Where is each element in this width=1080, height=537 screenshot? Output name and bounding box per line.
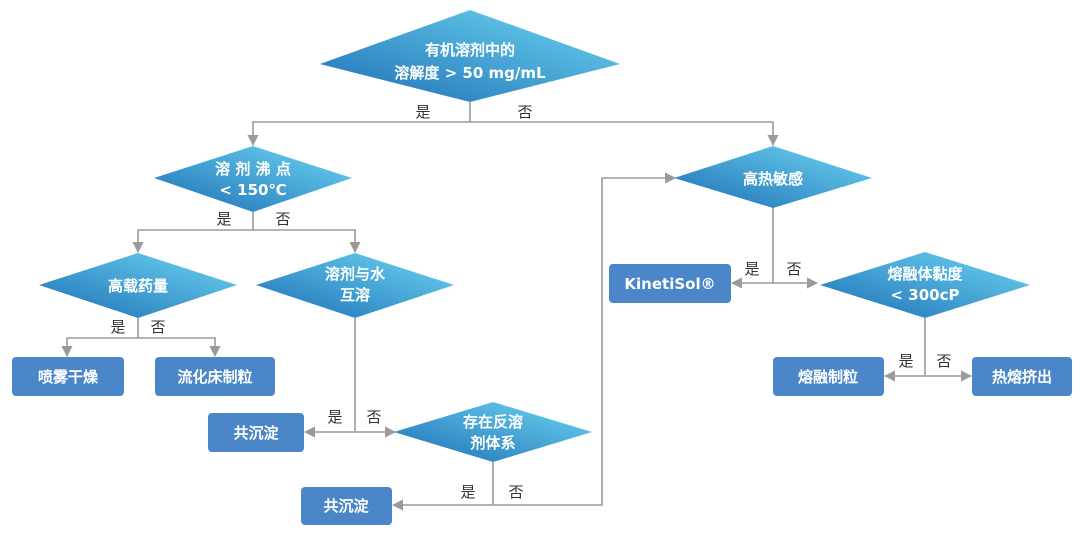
label-viscosity-yes: 是: [898, 352, 913, 370]
decision-high-loading-shape: [39, 253, 237, 318]
decision-antisolvent-shape: [394, 402, 592, 462]
edge-loading-yes: [61, 337, 138, 358]
branch-labels: 是 否 是 否 是 否 是 否 是 否 是 否 是 否: [110, 103, 951, 501]
decision-melt-viscosity-line2: < 300cP: [891, 286, 960, 304]
outcome-kinetisol: KinetiSol®: [609, 264, 731, 303]
outcome-kinetisol-box: [609, 264, 731, 303]
label-miscible-no: 否: [366, 408, 381, 426]
edge-solubility-no: [470, 121, 779, 147]
label-antisolvent-yes: 是: [460, 483, 475, 501]
outcome-melt-granulation-label: 熔融制粒: [798, 368, 858, 386]
outcome-fluid-bed: 流化床制粒: [155, 357, 275, 396]
decision-melt-viscosity-shape: [820, 252, 1030, 318]
outcome-coprecip-1-label: 共沉淀: [233, 424, 279, 442]
decision-solubility-line1: 有机溶剂中的: [425, 41, 515, 59]
label-loading-yes: 是: [110, 318, 125, 336]
edge-loading-no: [138, 337, 221, 358]
outcome-spray-drying-label: 喷雾干燥: [38, 368, 99, 386]
outcome-coprecip-2-box: [301, 487, 392, 525]
edge-solubility-yes: [247, 121, 470, 147]
connectors: [61, 102, 973, 511]
decision-solubility-shape: [320, 10, 620, 102]
label-solubility-no: 否: [517, 103, 532, 121]
decision-solubility-line2: 溶解度 > 50 mg/mL: [394, 64, 546, 82]
outcome-melt-granulation-box: [773, 357, 884, 396]
outcome-spray-drying-box: [12, 357, 124, 396]
edge-boiling-no: [253, 229, 361, 254]
label-heat-yes: 是: [744, 260, 759, 278]
decision-heat-sensitive-shape: [674, 146, 872, 208]
decision-antisolvent-line2: 剂体系: [470, 434, 515, 452]
decision-melt-viscosity: 熔融体黏度 < 300cP: [820, 252, 1030, 318]
decision-boiling-point: 溶 剂 沸 点 < 150℃: [154, 146, 352, 212]
outcome-hot-melt: 热熔挤出: [972, 357, 1072, 396]
label-boiling-yes: 是: [216, 210, 231, 228]
decision-antisolvent-line1: 存在反溶: [463, 413, 523, 431]
decision-heat-sensitive: 高热敏感: [674, 146, 872, 208]
decision-miscible-line2: 互溶: [340, 286, 370, 304]
outcome-coprecip-2: 共沉淀: [301, 487, 392, 525]
decision-heat-sensitive-line1: 高热敏感: [743, 170, 803, 188]
decision-antisolvent: 存在反溶 剂体系: [394, 402, 592, 462]
label-heat-no: 否: [786, 260, 801, 278]
decision-boiling-point-line1: 溶 剂 沸 点: [215, 160, 291, 178]
outcome-spray-drying: 喷雾干燥: [12, 357, 124, 396]
decision-miscible-line1: 溶剂与水: [325, 265, 386, 283]
outcome-fluid-bed-box: [155, 357, 275, 396]
decision-boiling-point-line2: < 150℃: [219, 181, 286, 199]
label-miscible-yes: 是: [327, 408, 342, 426]
decision-boiling-point-shape: [154, 146, 352, 212]
edge-antisolvent-no: [493, 172, 677, 506]
outcome-fluid-bed-label: 流化床制粒: [177, 368, 252, 386]
decision-high-loading-line1: 高载药量: [108, 277, 168, 295]
label-antisolvent-no: 否: [508, 483, 523, 501]
decision-solubility: 有机溶剂中的 溶解度 > 50 mg/mL: [320, 10, 620, 102]
decision-high-loading: 高载药量: [39, 253, 237, 318]
label-boiling-no: 否: [275, 210, 290, 228]
label-viscosity-no: 否: [936, 352, 951, 370]
outcome-hot-melt-label: 热熔挤出: [992, 368, 1052, 386]
edge-boiling-yes: [132, 229, 253, 254]
label-loading-no: 否: [150, 318, 165, 336]
outcome-melt-granulation: 熔融制粒: [773, 357, 884, 396]
decision-miscible-shape: [256, 253, 454, 318]
outcome-kinetisol-label: KinetiSol®: [624, 275, 715, 293]
outcome-coprecip-2-label: 共沉淀: [323, 497, 369, 515]
outcome-hot-melt-box: [972, 357, 1072, 396]
decision-melt-viscosity-line1: 熔融体黏度: [887, 265, 963, 283]
outcome-coprecip-1: 共沉淀: [208, 413, 304, 452]
outcome-coprecip-1-box: [208, 413, 304, 452]
label-solubility-yes: 是: [415, 103, 430, 121]
decision-miscible: 溶剂与水 互溶: [256, 253, 454, 318]
